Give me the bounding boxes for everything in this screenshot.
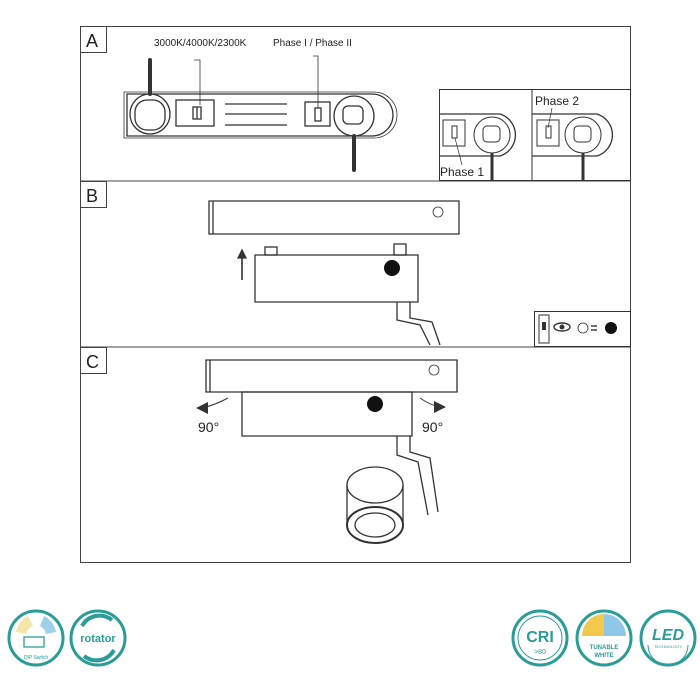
rotate-left-label: 90° (198, 419, 219, 435)
panel-b-letter-box (80, 181, 107, 208)
adapter-top-view (123, 55, 398, 172)
panel-c-letter-box (80, 347, 107, 374)
svg-text:>80: >80 (534, 649, 546, 656)
led-technology-badge: LED TECHNOLOGY (639, 609, 697, 667)
rotate-left-arrow-icon (196, 402, 208, 414)
installed-spotlight (201, 359, 458, 544)
phase-insets (439, 89, 631, 181)
svg-text:TUNABLE: TUNABLE (590, 645, 619, 651)
svg-text:CRI: CRI (526, 629, 554, 646)
phase-switch-label: Phase I / Phase II (273, 38, 352, 49)
earth-marker-dot (384, 260, 400, 276)
panel-c-letter: C (86, 352, 99, 372)
panels-frame (80, 26, 631, 563)
tunable-white-badge: TUNABLE WHITE (575, 609, 633, 667)
svg-text:LED: LED (652, 627, 684, 644)
cri-badge: CRI >80 (511, 609, 569, 667)
svg-text:WHITE: WHITE (594, 653, 613, 659)
svg-text:rotator: rotator (80, 633, 116, 645)
phase-1-label: Phase 1 (440, 165, 484, 179)
panel-b-letter: B (86, 186, 98, 206)
phase-2-label: Phase 2 (535, 94, 579, 108)
panel-a-letter-box (80, 26, 107, 53)
color-temperature-label: 3000K/4000K/2300K (154, 38, 247, 49)
dip-switch-badge: DIP Switch (7, 609, 65, 667)
rotate-right-arrow-icon (434, 401, 446, 413)
rotate-right-label: 90° (422, 419, 443, 435)
svg-text:DIP Switch: DIP Switch (24, 655, 49, 661)
svg-text:TECHNOLOGY: TECHNOLOGY (654, 644, 682, 649)
panel-a-letter: A (86, 31, 98, 51)
track-and-adapter-insert (208, 200, 460, 346)
rotator-badge: rotator (69, 609, 127, 667)
alignment-legend (534, 311, 631, 347)
earth-marker-dot-installed (367, 396, 383, 412)
